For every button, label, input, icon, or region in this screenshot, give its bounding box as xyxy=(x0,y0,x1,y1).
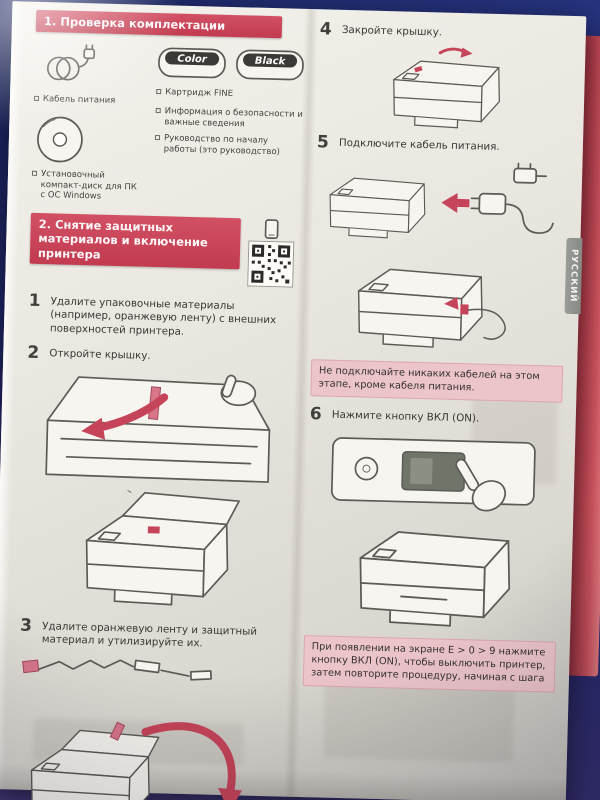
kit-item-cd-label: Установочный компакт-диск для ПК с ОС Wi… xyxy=(40,169,137,202)
power-plug-icon xyxy=(470,162,554,234)
kit-item-safety-label: Информация о безопасности и важные сведе… xyxy=(164,106,303,129)
section2-header-row: 2. Снятие защитных материалов и включени… xyxy=(29,212,295,288)
step-6-number: 6 xyxy=(309,404,322,425)
power-cable-icon xyxy=(46,44,96,81)
kit-right-column: Color Black Картридж FINE xyxy=(153,45,305,207)
cd-disc-icon xyxy=(37,116,83,163)
step-4-number: 4 xyxy=(319,19,333,40)
step-2: 2 Откройте крышку. xyxy=(27,342,291,369)
right-column: 4 Закройте крышку. 5 Подключите кабель п… xyxy=(302,19,572,693)
no-cables-note: Не подключайте никаких кабелей на этом э… xyxy=(310,359,564,404)
discard-tape-illustration xyxy=(29,721,242,800)
no-cables-note-text: Не подключайте никаких кабелей на этом э… xyxy=(318,365,540,394)
kit-item-cartridge-label: Картридж FINE xyxy=(165,87,234,100)
section2-header: 2. Снятие защитных материалов и включени… xyxy=(29,212,241,270)
checkbox-bullet xyxy=(31,170,38,176)
kit-item-cd: Установочный компакт-диск для ПК с ОС Wi… xyxy=(31,169,144,204)
fine-cartridges: Color Black xyxy=(156,45,305,87)
checkbox-bullet xyxy=(33,96,40,102)
step-6: 6 Нажмите кнопку ВКЛ (ON). xyxy=(309,404,562,431)
step-4-text: Закройте крышку. xyxy=(341,23,443,39)
step-1: 1 Удалите упаковочные материалы (наприме… xyxy=(28,290,293,342)
qr-code xyxy=(247,240,295,288)
checkbox-bullet xyxy=(154,135,161,141)
kit-item-guide-label: Руководство по началу работы (это руково… xyxy=(163,133,281,158)
kit-item-cable-label: Кабель питания xyxy=(42,94,116,107)
color-cartridge-label: Color xyxy=(177,54,208,66)
kit-item-safety: Информация о безопасности и важные сведе… xyxy=(155,106,304,131)
black-cartridge-illustration: Black xyxy=(236,49,304,81)
section1-title: 1. Проверка комплектации xyxy=(43,14,226,33)
package-contents: Кабель питания Установочный компакт-диск… xyxy=(31,42,304,207)
step-5-number: 5 xyxy=(316,132,330,153)
section1-header: 1. Проверка комплектации xyxy=(35,9,283,39)
language-tab: РУССКИЙ xyxy=(564,237,583,315)
close-cover-illustration xyxy=(391,47,501,130)
manual-page: 1. Проверка комплектации xyxy=(0,1,587,800)
carriage-highlight xyxy=(147,526,160,534)
hand-icon xyxy=(220,374,257,407)
kit-left-column: Кабель питания Установочный компакт-диск… xyxy=(31,42,147,203)
step-1-text: Удалите упаковочные материалы (например,… xyxy=(49,295,277,338)
color-cartridge-illustration: Color xyxy=(158,47,226,79)
left-column: 1. Проверка комплектации xyxy=(14,9,304,800)
checkbox-bullet xyxy=(156,89,162,95)
error-note-text: При появлении на экране E > 0 > 9 нажмит… xyxy=(310,641,546,685)
step-6-text: Нажмите кнопку ВКЛ (ON). xyxy=(331,409,480,426)
error-note: При появлении на экране E > 0 > 9 нажмит… xyxy=(302,635,556,693)
language-tab-label: РУССКИЙ xyxy=(567,249,580,303)
control-panel-illustration xyxy=(330,437,536,512)
kit-item-cable: Кабель питания xyxy=(33,94,116,107)
step-3-number: 3 xyxy=(19,615,33,636)
printer-with-cable-illustration xyxy=(356,267,506,350)
step-4: 4 Закройте крышку. xyxy=(319,19,572,45)
step-3: 3 Удалите оранжевую ленту и защитный мат… xyxy=(19,615,285,654)
kit-item-cartridge: Картридж FINE xyxy=(156,87,233,100)
step-5-text: Подключите кабель питания. xyxy=(338,136,500,154)
step-3-text: Удалите оранжевую ленту и защитный матер… xyxy=(41,620,258,650)
connect-power-illustration xyxy=(328,162,554,240)
section2-title: 2. Снятие защитных материалов и включени… xyxy=(37,216,208,262)
step-5: 5 Подключите кабель питания. xyxy=(316,132,569,158)
step-1-number: 1 xyxy=(28,290,41,311)
open-cover-illustration xyxy=(45,374,271,483)
step-2-number: 2 xyxy=(27,342,40,364)
phone-icon xyxy=(264,219,279,239)
printer-front-illustration xyxy=(357,530,512,629)
step-2-text: Откройте крышку. xyxy=(49,347,151,362)
kit-item-guide: Руководство по началу работы (это руково… xyxy=(154,133,304,158)
black-cartridge-label: Black xyxy=(255,56,287,68)
qr-block xyxy=(247,218,295,288)
checkbox-bullet xyxy=(155,108,161,114)
printer-open-illustration xyxy=(84,488,241,607)
orange-tape-illustration xyxy=(22,659,212,681)
